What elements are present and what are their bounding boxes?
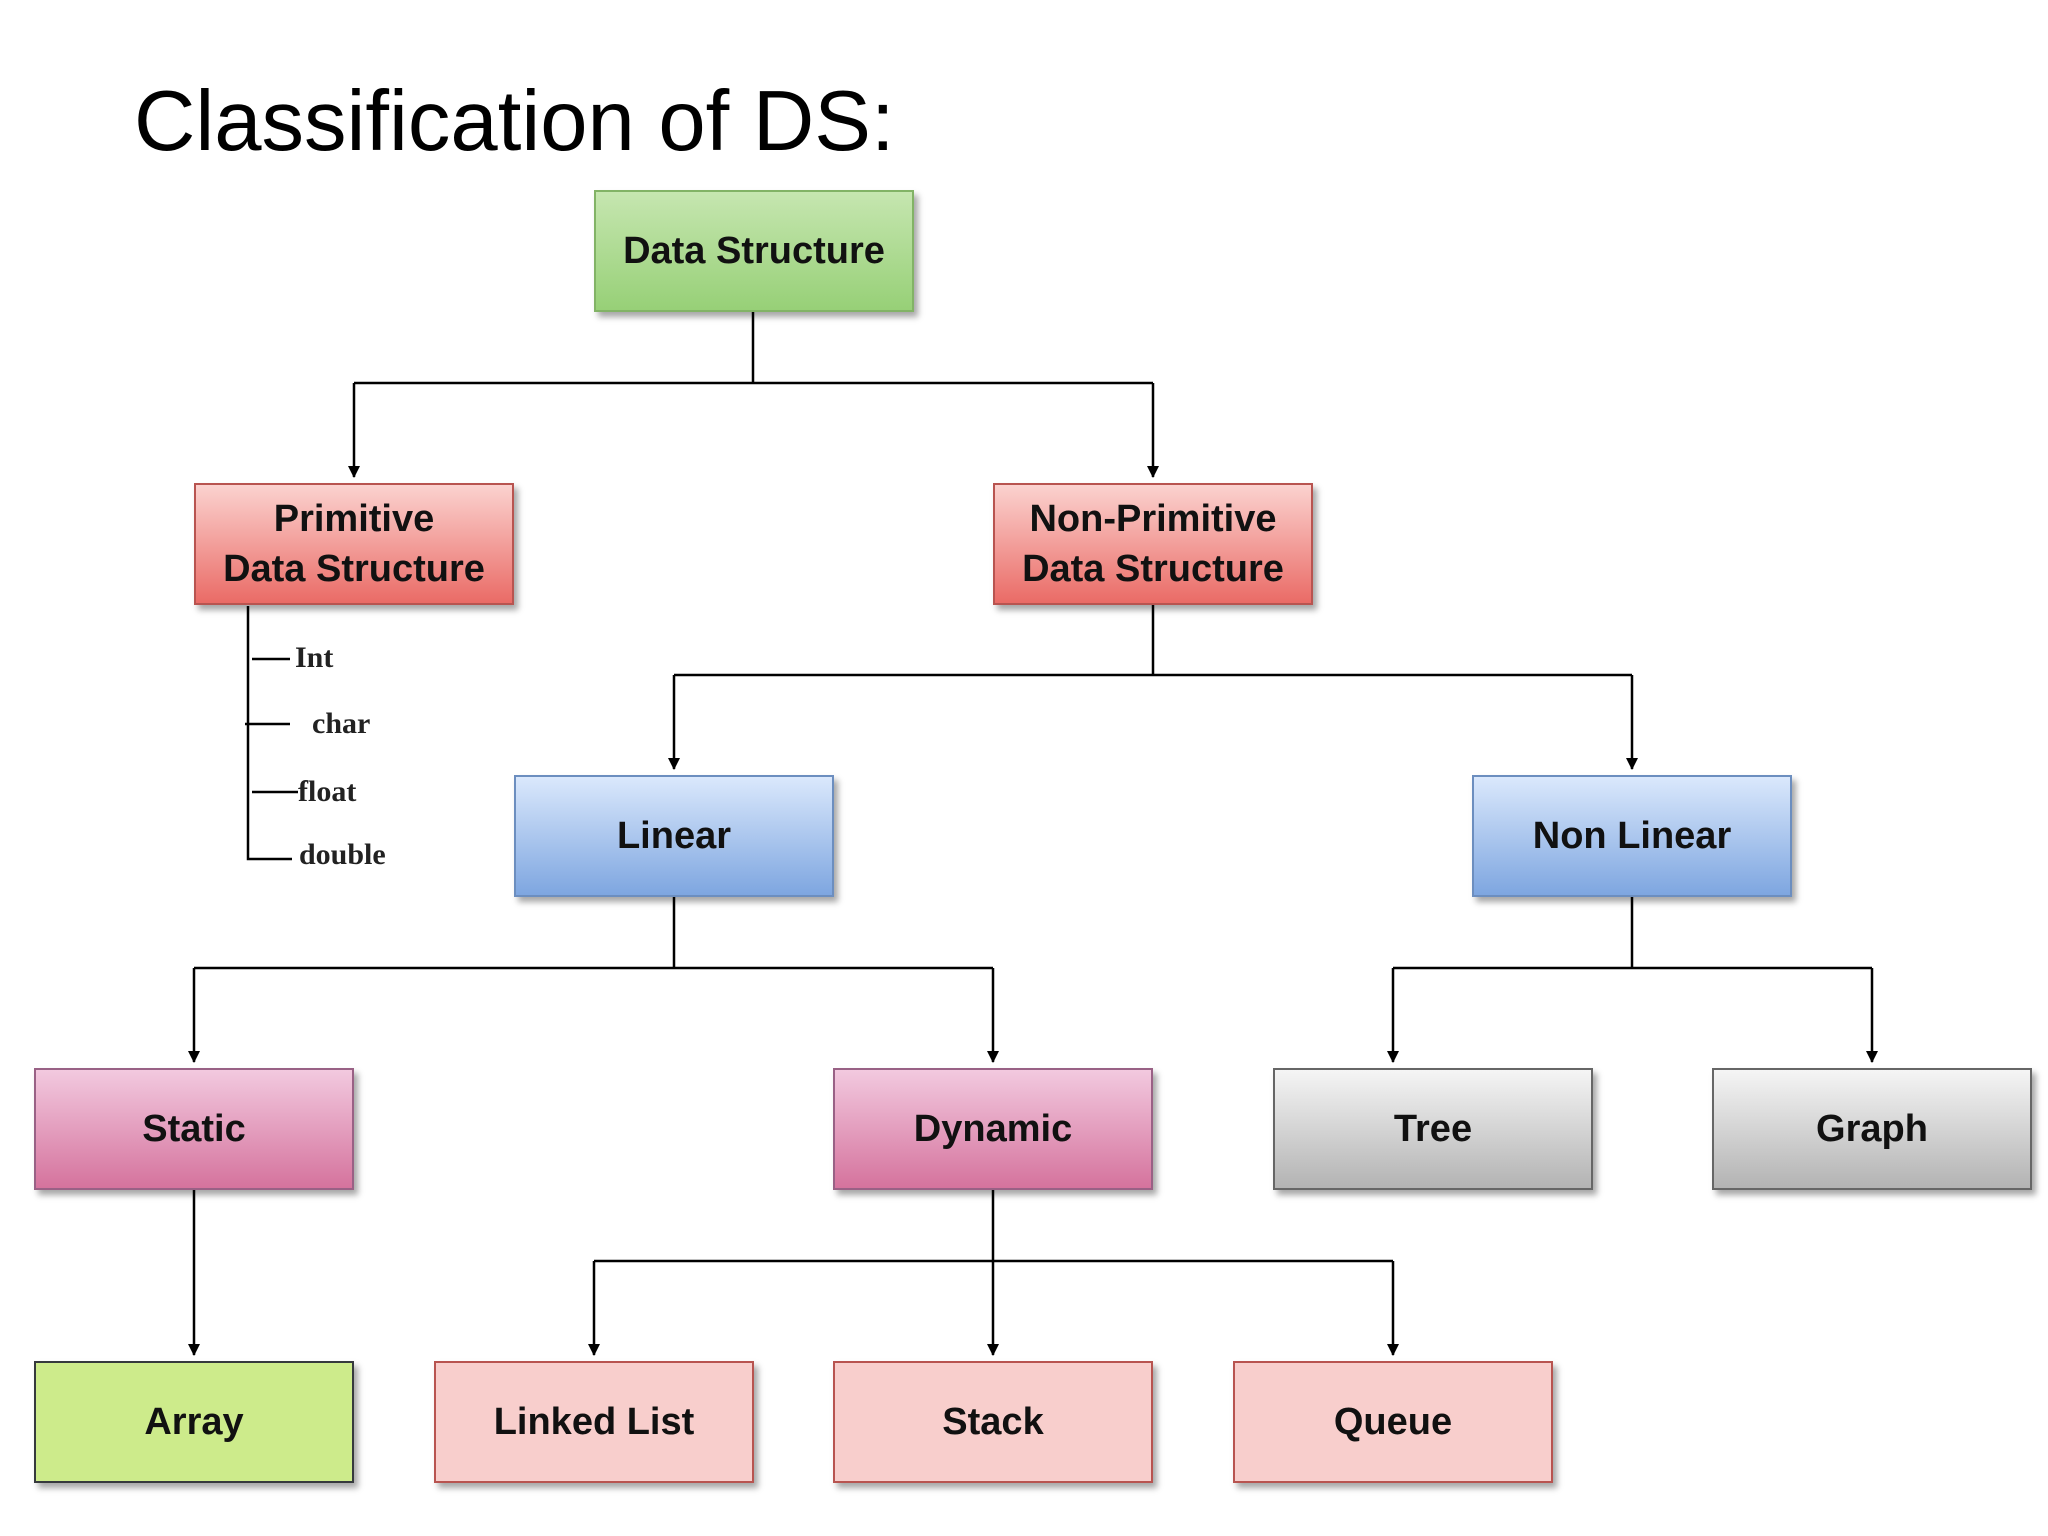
- primitive-type-double: double: [299, 838, 386, 871]
- node-dynamic: Dynamic: [833, 1068, 1153, 1190]
- primitive-type-int: Int: [295, 641, 334, 674]
- node-primitive-data-structure: Primitive Data Structure: [194, 483, 514, 605]
- primitive-type-char: char: [312, 707, 371, 740]
- node-linear: Linear: [514, 775, 834, 897]
- primitive-type-float: float: [298, 775, 357, 808]
- node-queue: Queue: [1233, 1361, 1553, 1483]
- primitive-types-bracket: [246, 606, 292, 861]
- node-linked-list: Linked List: [434, 1361, 754, 1483]
- slide-title: Classification of DS:: [134, 74, 895, 169]
- node-stack: Stack: [833, 1361, 1153, 1483]
- node-tree: Tree: [1273, 1068, 1593, 1190]
- node-graph: Graph: [1712, 1068, 2032, 1190]
- node-data-structure: Data Structure: [594, 190, 914, 312]
- node-non-linear: Non Linear: [1472, 775, 1792, 897]
- node-non-primitive-data-structure: Non-Primitive Data Structure: [993, 483, 1313, 605]
- node-static: Static: [34, 1068, 354, 1190]
- node-array: Array: [34, 1361, 354, 1483]
